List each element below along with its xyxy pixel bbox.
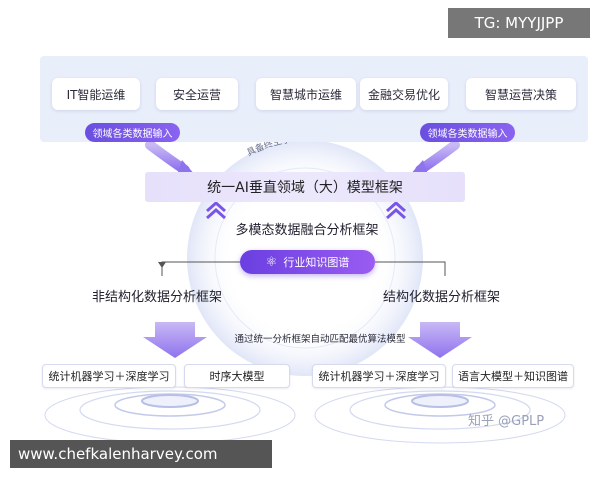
method-ml-dl-right: 统计机器学习＋深度学习 <box>312 364 446 388</box>
right-down-arrow <box>408 322 472 358</box>
scenario-security-ops: 安全运营 <box>156 78 238 110</box>
knowledge-graph-badge: ⚛ 行业知识图谱 <box>240 250 375 274</box>
multimodal-label: 多模态数据融合分析框架 <box>235 223 379 238</box>
scenario-finance: 金融交易优化 <box>360 78 448 110</box>
zhihu-credit: 知乎 @GPLP <box>468 414 545 429</box>
right-curve-arrow <box>415 140 460 175</box>
method-llm-kg: 语言大模型＋知识图谱 <box>452 364 574 388</box>
atom-icon: ⚛ <box>265 254 278 270</box>
watermark-top: TG: MYYJJPP <box>448 8 590 38</box>
knowledge-graph-label: 行业知识图谱 <box>283 256 350 269</box>
method-timeseries-llm: 时序大模型 <box>184 364 290 388</box>
data-input-right: 领域各类数据输入 <box>420 123 515 142</box>
method-ml-dl-left: 统计机器学习＋深度学习 <box>42 364 176 388</box>
data-input-left: 领域各类数据输入 <box>85 123 180 142</box>
scenario-smart-decision: 智慧运营决策 <box>466 78 576 110</box>
left-platform-rings <box>44 386 296 444</box>
main-framework: 统一AI垂直领域（大）模型框架 <box>145 172 465 202</box>
structured-framework-title: 结构化数据分析框架 <box>383 290 501 305</box>
auto-match-label: 通过统一分析框架自动匹配最优算法模型 <box>234 334 406 345</box>
scenario-smart-city: 智慧城市运维 <box>256 78 356 110</box>
left-curve-arrow <box>145 140 190 175</box>
chevron-up-icon <box>386 200 406 220</box>
chevron-up-icon <box>206 200 226 220</box>
unstructured-framework-title: 非结构化数据分析框架 <box>92 290 223 305</box>
left-down-arrow <box>143 322 207 358</box>
scenario-it-ops: IT智能运维 <box>52 78 140 110</box>
watermark-bottom: www.chefkalenharvey.com <box>10 440 272 468</box>
